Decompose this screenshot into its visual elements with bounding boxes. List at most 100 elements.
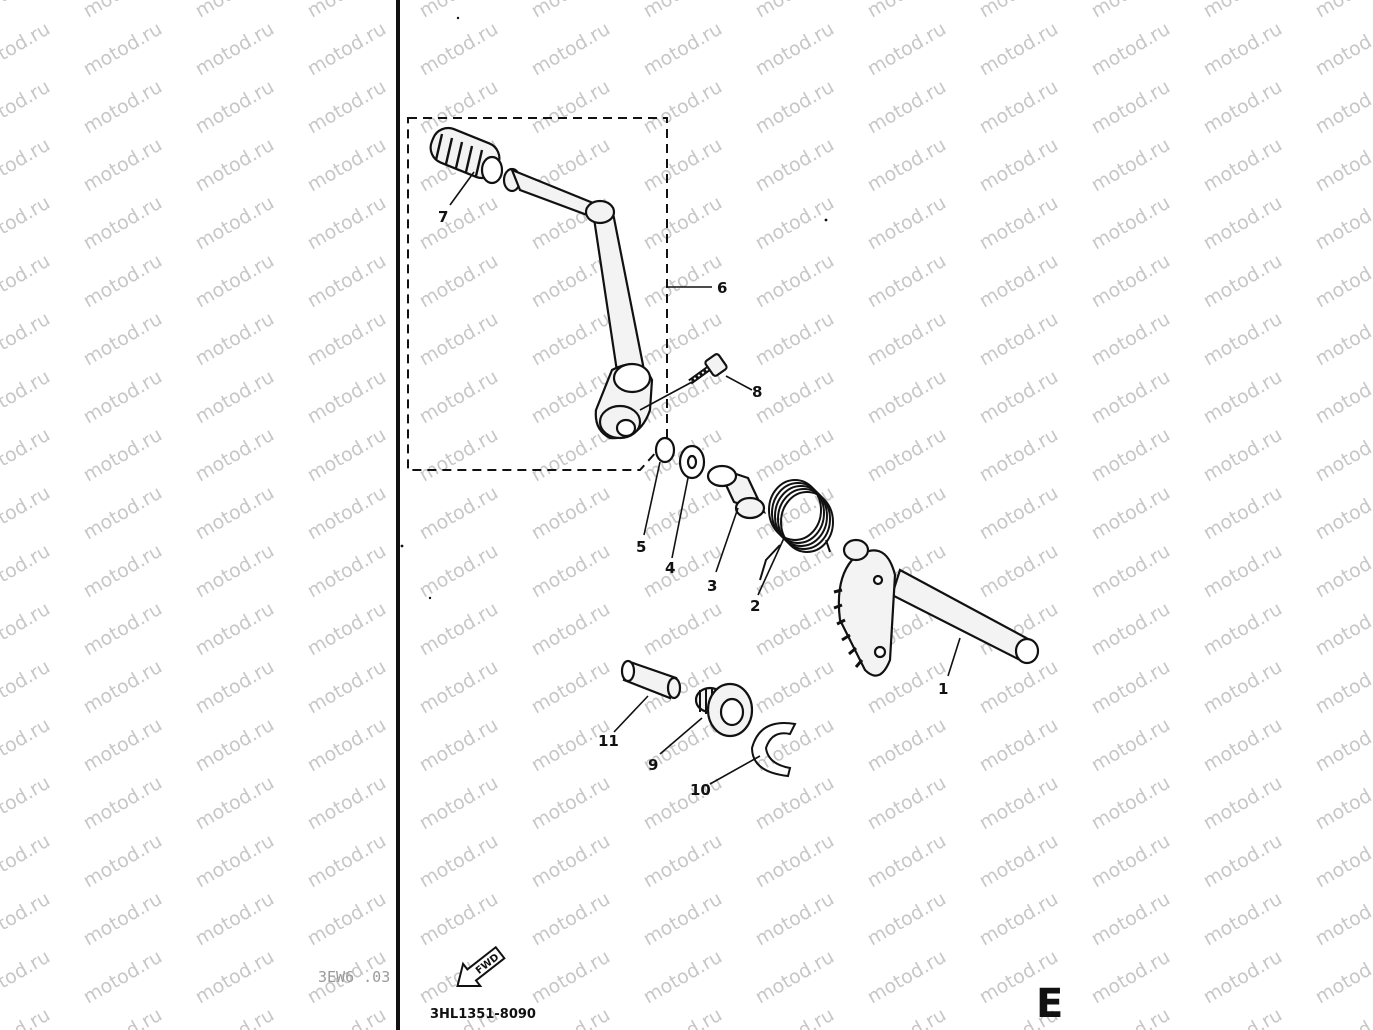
watermark-text: motod.ru bbox=[0, 250, 54, 313]
collar-icon bbox=[706, 464, 767, 520]
watermark-text: motod.ru bbox=[528, 830, 614, 893]
watermark-text: motod.ru bbox=[976, 656, 1062, 719]
watermark-text: motod.ru bbox=[864, 366, 950, 429]
watermark-text: motod.ru bbox=[192, 714, 278, 777]
watermark-text: motod.ru bbox=[1200, 656, 1286, 719]
watermark-text: motod.ru bbox=[976, 830, 1062, 893]
watermark-text: motod.ru bbox=[416, 424, 502, 487]
callout-8: 8 bbox=[752, 383, 762, 401]
watermark-text: motod.ru bbox=[528, 656, 614, 719]
watermark-text: motod.ru bbox=[192, 192, 278, 255]
watermark-text: motod.ru bbox=[752, 424, 838, 487]
watermark-text: motod.ru bbox=[1312, 540, 1373, 603]
watermark-text: motod.ru bbox=[752, 830, 838, 893]
watermark-text: motod.ru bbox=[192, 656, 278, 719]
watermark-text: motod.ru bbox=[192, 830, 278, 893]
watermark-text: motod.ru bbox=[1312, 0, 1373, 22]
watermark-text: motod.ru bbox=[864, 946, 950, 1009]
watermark-text: motod.ru bbox=[304, 366, 390, 429]
kick-grip-rubber-icon bbox=[429, 126, 504, 185]
watermark-text: motod.ru bbox=[192, 76, 278, 139]
watermark-text: motod.ru bbox=[1088, 424, 1174, 487]
watermark-text: motod.ru bbox=[1088, 18, 1174, 81]
watermark-text: motod.ru bbox=[528, 76, 614, 139]
watermark-text: motod.ru bbox=[192, 540, 278, 603]
watermark-text: motod.ru bbox=[1200, 714, 1286, 777]
clip-icon bbox=[750, 722, 797, 778]
watermark-text: motod.ru bbox=[1088, 598, 1174, 661]
watermark-text: motod.ru bbox=[1200, 134, 1286, 197]
watermark-text: motod.ru bbox=[416, 656, 502, 719]
watermark-text: motod.ru bbox=[192, 772, 278, 835]
watermark-text: motod.ru bbox=[976, 482, 1062, 545]
watermark-text: motod.ru bbox=[1200, 888, 1286, 951]
watermark-text: motod.ru bbox=[1312, 366, 1373, 429]
watermark-text: motod.ru bbox=[304, 714, 390, 777]
watermark-text: motod.ru bbox=[80, 540, 166, 603]
watermark-text: motod.ru bbox=[640, 946, 726, 1009]
watermark-text: motod.ru bbox=[416, 18, 502, 81]
watermark-text: motod.ru bbox=[640, 830, 726, 893]
watermark-text: motod.ru bbox=[0, 598, 54, 661]
watermark-text: motod.ru bbox=[640, 1004, 726, 1030]
watermark-text: motod.ru bbox=[976, 540, 1062, 603]
watermark-text: motod.ru bbox=[0, 888, 54, 951]
watermark-text: motod.ru bbox=[864, 772, 950, 835]
callout-7: 7 bbox=[438, 208, 448, 226]
watermark-text: motod.ru bbox=[1200, 482, 1286, 545]
watermark-text: motod.ru bbox=[304, 598, 390, 661]
watermark-text: motod.ru bbox=[1200, 772, 1286, 835]
watermark-text: motod.ru bbox=[864, 1004, 950, 1030]
watermark-text: motod.ru bbox=[1312, 250, 1373, 313]
watermark-text: motod.ru bbox=[528, 308, 614, 371]
watermark-text: motod.ru bbox=[864, 830, 950, 893]
scan-specks bbox=[400, 16, 828, 600]
watermark-text: motod.ru bbox=[416, 482, 502, 545]
watermark-text: motod.ru bbox=[416, 76, 502, 139]
watermark-text: motod.ru bbox=[192, 482, 278, 545]
watermark-text: motod.ru bbox=[1088, 308, 1174, 371]
watermark-text: motod.ru bbox=[0, 1004, 54, 1030]
watermark-text: motod.ru bbox=[1312, 714, 1373, 777]
watermark-text: motod.ru bbox=[976, 250, 1062, 313]
watermark-text: motod.ru bbox=[752, 598, 838, 661]
watermark-text: motod.ru bbox=[528, 888, 614, 951]
watermark-text: motod.ru bbox=[752, 888, 838, 951]
watermark-text: motod.ru bbox=[1312, 424, 1373, 487]
watermark-text: motod.ru bbox=[528, 772, 614, 835]
watermark-text: motod.ru bbox=[640, 598, 726, 661]
watermark-text: motod.ru bbox=[1200, 598, 1286, 661]
watermark-text: motod.ru bbox=[304, 772, 390, 835]
watermark-text: motod.ru bbox=[0, 192, 54, 255]
watermark-text: motod.ru bbox=[528, 1004, 614, 1030]
watermark-text: motod.ru bbox=[640, 76, 726, 139]
watermark-text: motod.ru bbox=[416, 888, 502, 951]
watermark-text: motod.ru bbox=[192, 598, 278, 661]
callout-10: 10 bbox=[690, 781, 711, 799]
watermark-text: motod.ru bbox=[1200, 366, 1286, 429]
watermark-text: motod.ru bbox=[976, 366, 1062, 429]
callout-1: 1 bbox=[938, 680, 948, 698]
watermark-text: motod.ru bbox=[416, 540, 502, 603]
watermark-text: motod.ru bbox=[864, 482, 950, 545]
watermark-text: motod.ru bbox=[0, 540, 54, 603]
watermark-text: motod.ru bbox=[304, 656, 390, 719]
watermark-text: motod.ru bbox=[528, 424, 614, 487]
watermark-text: motod.ru bbox=[192, 250, 278, 313]
watermark-text: motod.ru bbox=[1312, 134, 1373, 197]
watermark-text: motod.ru bbox=[1088, 540, 1174, 603]
watermark-text: motod.ru bbox=[864, 192, 950, 255]
watermark-text: motod.ru bbox=[1312, 830, 1373, 893]
watermark-text: motod.ru bbox=[192, 946, 278, 1009]
watermark-text: motod.ru bbox=[304, 134, 390, 197]
watermark-text: motod.ru bbox=[80, 308, 166, 371]
watermark-text: motod.ru bbox=[528, 598, 614, 661]
watermark-text: motod.ru bbox=[1312, 946, 1373, 1009]
watermark-text: motod.ru bbox=[80, 888, 166, 951]
watermark-text: motod.ru bbox=[976, 192, 1062, 255]
watermark-text: motod.ru bbox=[192, 366, 278, 429]
watermark-text: motod.ru bbox=[528, 18, 614, 81]
watermark-text: motod.ru bbox=[416, 308, 502, 371]
watermark-text: motod.ru bbox=[80, 482, 166, 545]
